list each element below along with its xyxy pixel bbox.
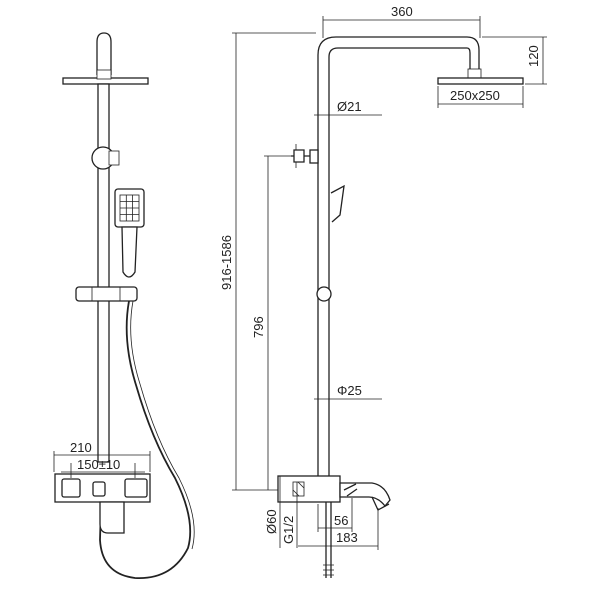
dim-riser-lower-diameter: Φ25 [337, 383, 362, 398]
mixer-body-side [277, 475, 341, 503]
mixer-spout-side [339, 482, 391, 508]
slider-bracket [75, 286, 138, 302]
mixer-handle [124, 478, 148, 498]
dim-overall-height: 916-1586 [219, 235, 234, 290]
dim-spout-offset: 56 [334, 513, 348, 528]
dim-outlet-height: 796 [251, 316, 266, 338]
riser-top-cap [96, 32, 112, 75]
shower-hose [99, 300, 192, 579]
dim-head-height: 120 [526, 45, 541, 67]
front-view: 210 150±10 [53, 32, 195, 579]
dim-head-size: 250x250 [450, 88, 500, 103]
dim-mixer-width: 210 [70, 440, 92, 455]
mixer-inlet-right [92, 481, 106, 497]
shower-head-side [437, 77, 524, 85]
hand-shower-handle [121, 226, 138, 278]
shower-arm [317, 36, 480, 490]
side-view: 360 120 250x250 Ø21 Φ25 916-1586 796 Ø60… [219, 4, 547, 578]
diverter-side [293, 149, 305, 163]
shower-head-connector [96, 69, 112, 80]
hand-shower-side [330, 184, 345, 223]
dim-spout-length: 183 [336, 530, 358, 545]
mixer-inlet-left [61, 478, 81, 498]
mixer-spout-front [99, 501, 125, 534]
dim-inlet-diameter: Ø60 [264, 509, 279, 534]
riser-pipe-front [97, 83, 110, 463]
diverter-body [108, 150, 120, 166]
dim-riser-upper-diameter: Ø21 [337, 99, 362, 114]
dim-inlet-spacing: 150±10 [77, 457, 120, 472]
dim-arm-length: 360 [391, 4, 413, 19]
dim-thread-size: G1/2 [281, 516, 296, 544]
hand-shower-grid [119, 194, 140, 222]
slider-knob-side [316, 286, 332, 302]
